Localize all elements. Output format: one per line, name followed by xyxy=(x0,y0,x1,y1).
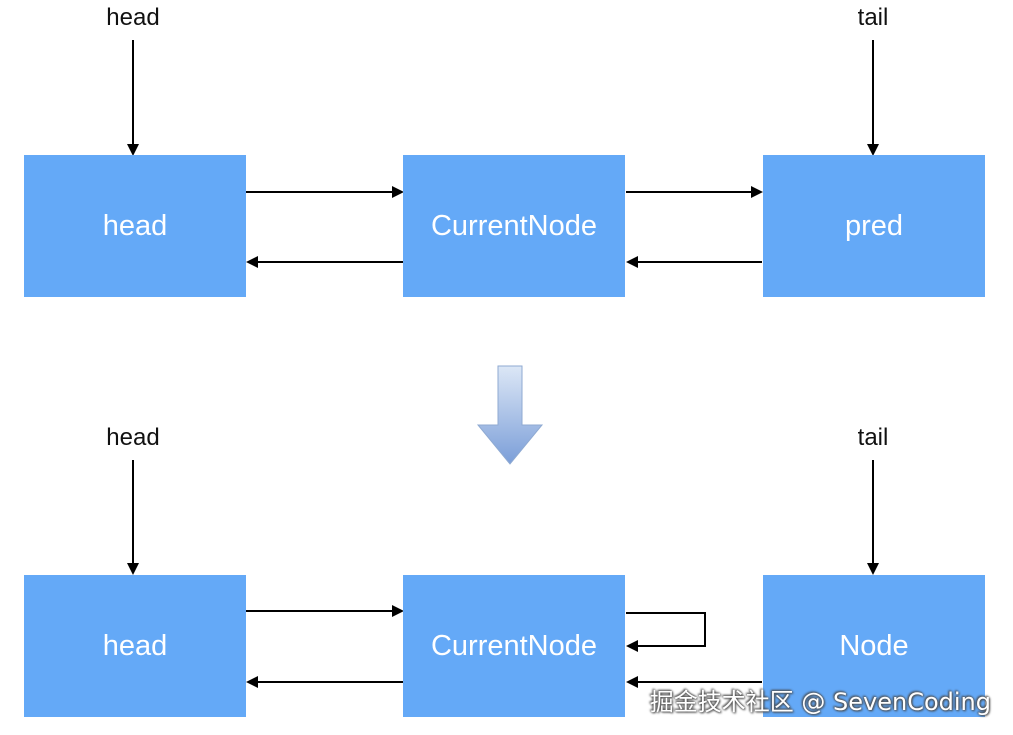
down-arrow-icon xyxy=(476,365,544,465)
node-label: head xyxy=(102,209,168,242)
node-label: CurrentNode xyxy=(430,629,598,662)
top-tail-pointer-label: tail xyxy=(857,4,889,31)
bottom-tail-pointer-label: tail xyxy=(857,424,889,451)
node-label: pred xyxy=(844,209,904,242)
top-node-current: CurrentNode xyxy=(403,155,625,297)
bottom-head-pointer-label: head xyxy=(106,424,160,451)
watermark: 掘金技术社区 @ SevenCoding xyxy=(649,688,991,716)
node-label: Node xyxy=(839,629,909,662)
node-label: head xyxy=(102,629,168,662)
bottom-node-node: Node xyxy=(763,575,985,717)
node-label: CurrentNode xyxy=(430,209,598,242)
bottom-current-self-loop-arrow xyxy=(626,612,706,652)
bottom-node-current: CurrentNode xyxy=(403,575,625,717)
bottom-node-head: head xyxy=(24,575,246,717)
top-head-pointer-label: head xyxy=(106,4,160,31)
top-node-head: head xyxy=(24,155,246,297)
top-node-pred: pred xyxy=(763,155,985,297)
